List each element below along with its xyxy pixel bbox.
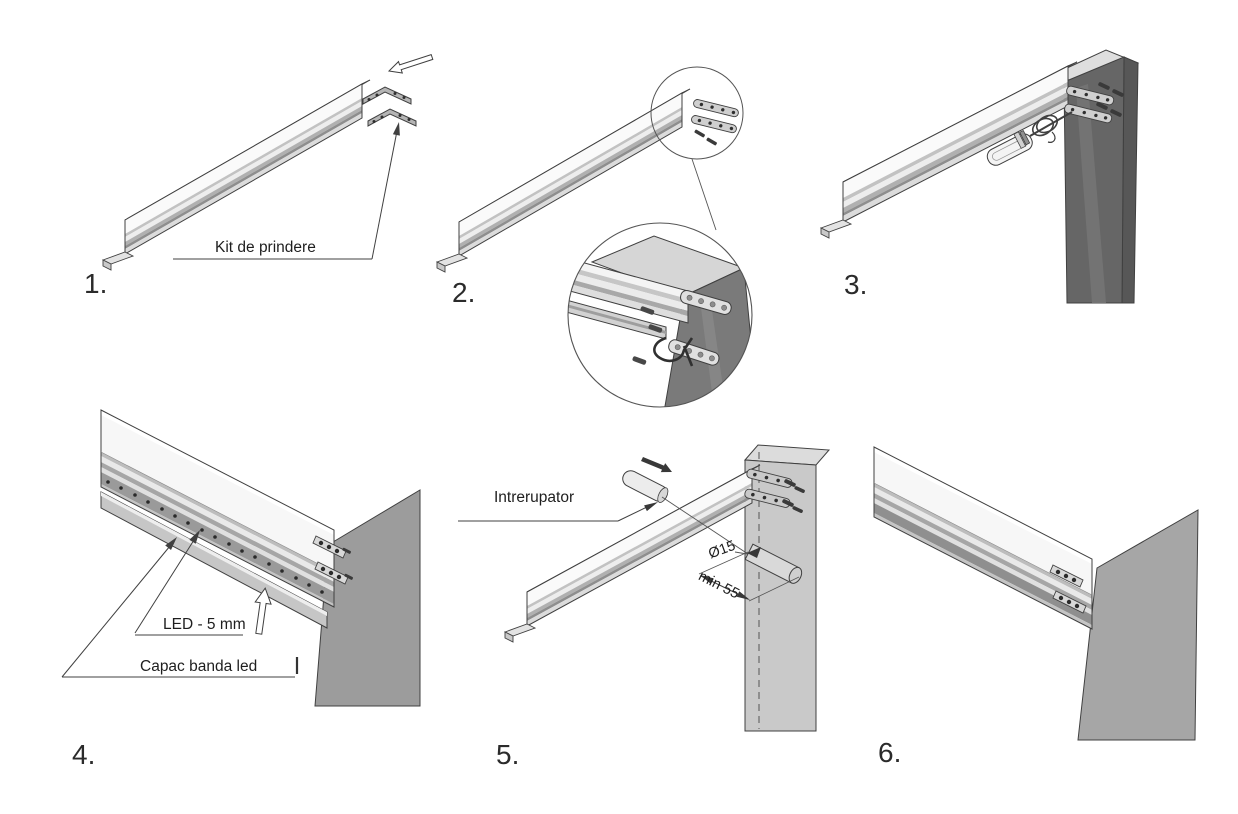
- aluminium-profile: [435, 88, 691, 273]
- aluminium-profile: [819, 61, 1078, 239]
- hole-arrow-icon: [747, 547, 761, 558]
- step-6-illustration: 6.: [873, 446, 1199, 768]
- drill-hole-cylinder: [734, 543, 803, 584]
- led-leader-line: [134, 530, 243, 636]
- magnifier-circle: [567, 222, 753, 408]
- cover-label: Capac banda led: [140, 658, 257, 675]
- step-4-illustration: LED - 5 mm Capac banda led 4.: [61, 409, 421, 770]
- leader-arrow-icon: [189, 530, 200, 544]
- led-strip-dots: [106, 480, 324, 594]
- min-depth-label: min 55: [696, 568, 742, 602]
- depth-dimension: [698, 551, 800, 602]
- end-brackets: [312, 535, 354, 585]
- leader-arrow-icon: [644, 502, 658, 512]
- step-1-illustration: Kit de prindere 1.: [84, 53, 434, 299]
- hex-key-icon: [653, 336, 694, 363]
- led-profile-assembled: [873, 446, 1093, 630]
- leader-arrow-icon: [392, 122, 400, 136]
- push-up-arrow-icon: [254, 587, 272, 635]
- kit-leader-line: [173, 122, 400, 260]
- step-4-number: 4.: [72, 739, 95, 770]
- mounting-screws: [1064, 82, 1124, 124]
- step-3-illustration: 3.: [819, 49, 1140, 304]
- projection-line: [661, 496, 749, 555]
- detail-magnified-view: [567, 222, 753, 408]
- detail-leader-line: [691, 158, 717, 231]
- step-3-number: 3.: [844, 269, 867, 300]
- leader-arrow-icon: [165, 537, 177, 550]
- switch-cylinder: [622, 470, 669, 503]
- switch-leader-line: [458, 502, 658, 522]
- fixing-brackets: [362, 86, 417, 127]
- cabinet-panel: [743, 444, 831, 732]
- end-brackets: [1049, 564, 1087, 614]
- slide-direction-arrow-icon: [387, 53, 434, 74]
- step-1-number: 1.: [84, 268, 107, 299]
- mounting-screws: [744, 468, 805, 513]
- led-profile-closeup: [100, 409, 335, 608]
- step-2-number: 2.: [452, 277, 475, 308]
- step-5-illustration: Ø15 min 55 Intrerupator 5.: [458, 444, 831, 770]
- cabinet-panel: [314, 489, 421, 707]
- cabinet-panel: [1077, 509, 1199, 741]
- aluminium-profile: [503, 464, 761, 643]
- mounted-brackets: [691, 99, 739, 146]
- aluminium-profile: [101, 79, 371, 271]
- detail-source-circle: [650, 66, 744, 160]
- kit-label: Kit de prindere: [215, 239, 316, 256]
- step-5-number: 5.: [496, 739, 519, 770]
- driver-and-cable: [986, 111, 1073, 166]
- slide-direction-arrow-icon: [641, 457, 672, 473]
- step-2-illustration: 2.: [435, 66, 753, 408]
- led-label: LED - 5 mm: [163, 616, 246, 633]
- step-6-number: 6.: [878, 737, 901, 768]
- cover-leader-line: [61, 537, 299, 678]
- switch-label: Intrerupator: [494, 489, 574, 506]
- led-cover-strip: [100, 491, 328, 629]
